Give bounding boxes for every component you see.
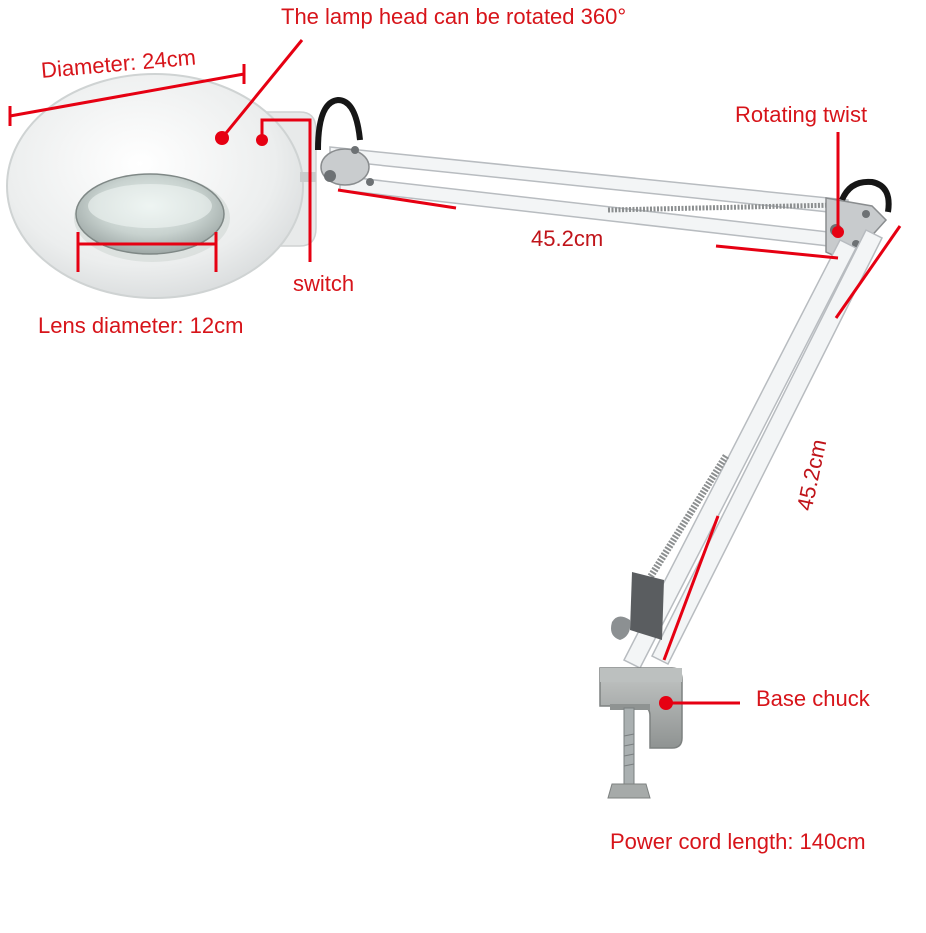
base-clamp bbox=[599, 667, 683, 799]
head-rotation-label: The lamp head can be rotated 360° bbox=[281, 4, 627, 29]
switch-label: switch bbox=[293, 271, 355, 296]
lower-arm bbox=[611, 228, 884, 670]
callout-dot-icon bbox=[215, 131, 844, 710]
power-cord-label: Power cord length: 140cm bbox=[610, 829, 866, 854]
lens-diameter-label: Lens diameter: 12cm bbox=[38, 313, 244, 338]
base-chuck-label: Base chuck bbox=[756, 686, 870, 711]
annotation-lines bbox=[8, 39, 902, 705]
upper-arm-length-label: 45.2cm bbox=[531, 226, 604, 251]
rotating-twist-label: Rotating twist bbox=[735, 102, 868, 127]
